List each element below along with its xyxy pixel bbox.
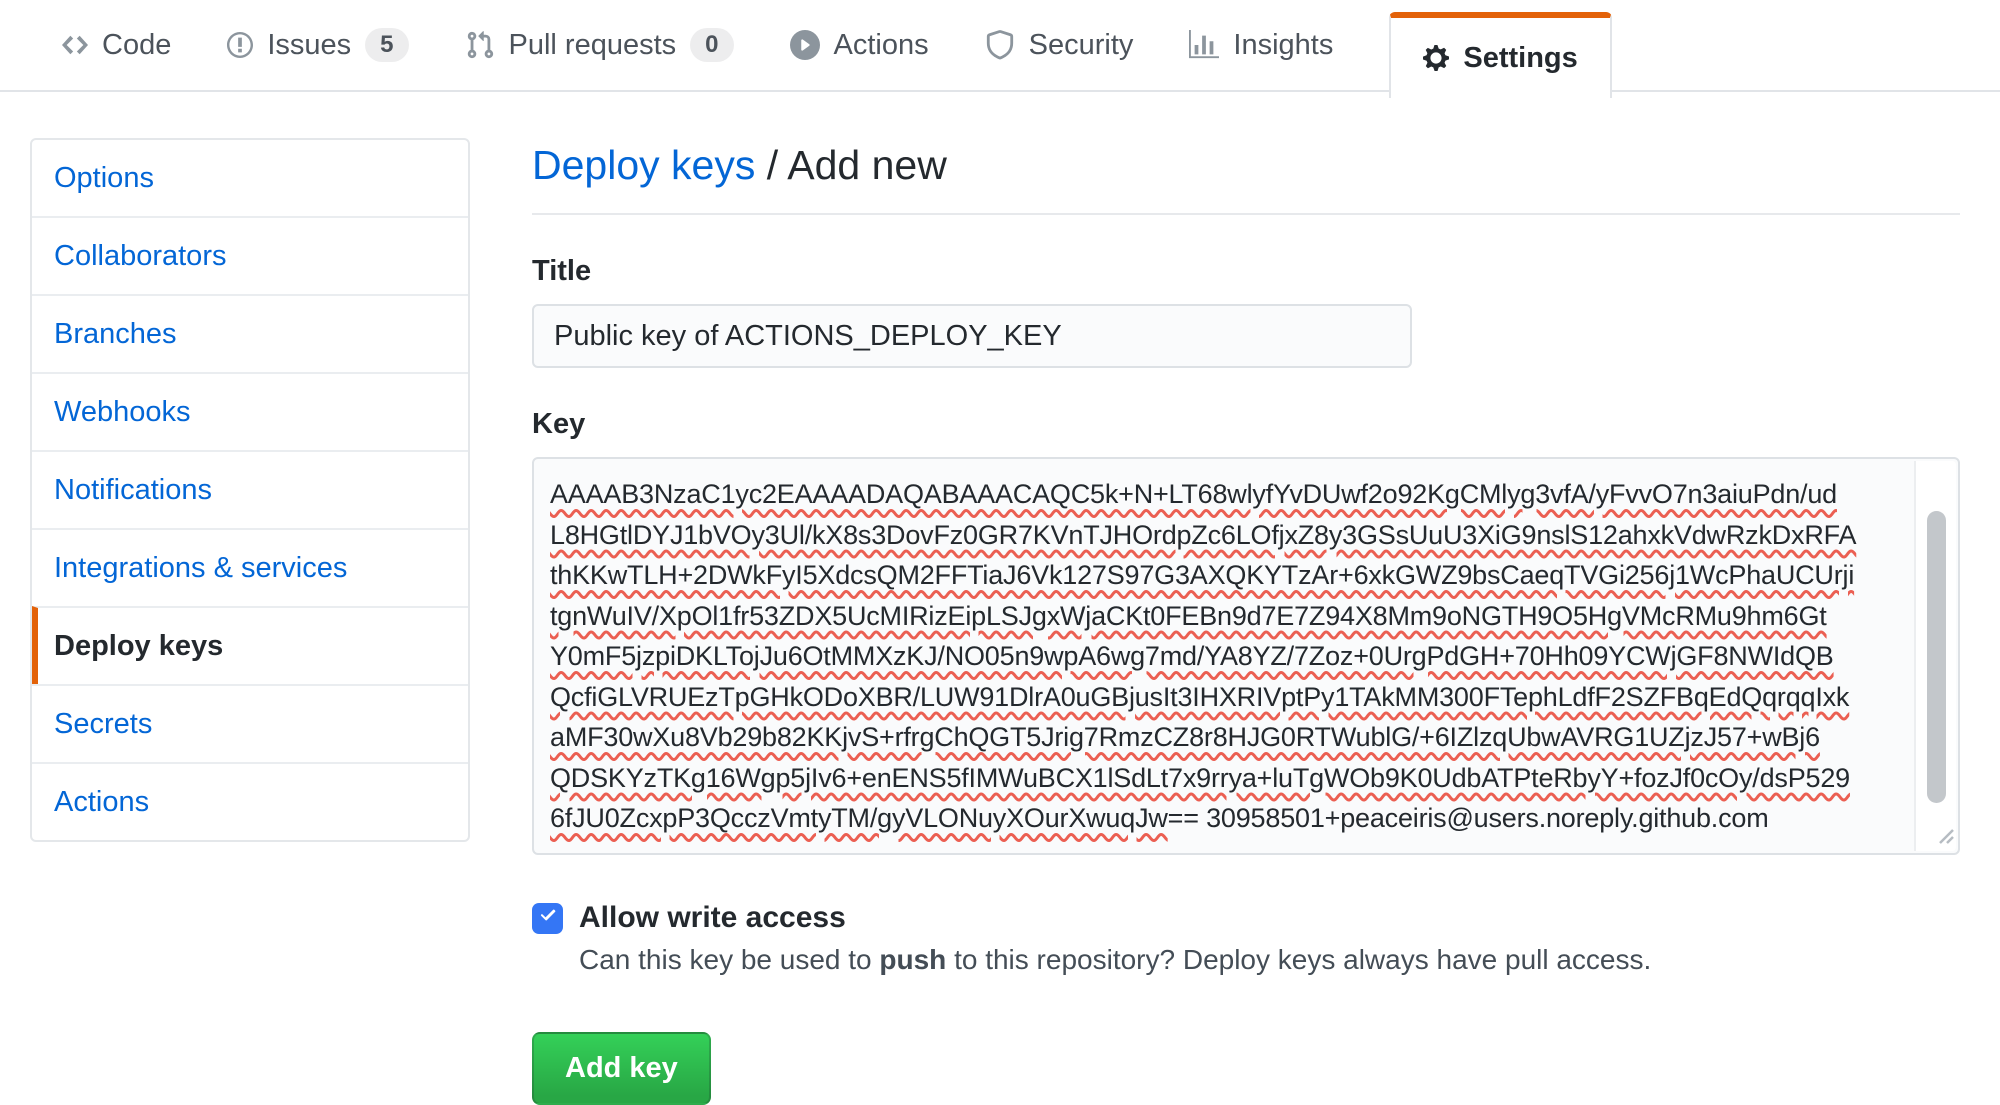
tab-security[interactable]: Security <box>985 28 1134 62</box>
deploy-keys-breadcrumb-link[interactable]: Deploy keys <box>532 142 756 188</box>
tab-code[interactable]: Code <box>62 29 171 62</box>
tab-actions[interactable]: Actions <box>789 28 929 62</box>
key-text-line: 6fJU0ZcxpP3QcczVmtyTM/gyVLONuyXOurXwuqJw… <box>550 803 1769 833</box>
tab-settings[interactable]: Settings <box>1389 12 1612 98</box>
key-label: Key <box>532 408 586 440</box>
tab-label: Issues <box>267 28 352 61</box>
key-text-line: tgnWuIV/XpOl1fr53ZDX5UcMIRizEipLSJgxWjaC… <box>550 600 1827 631</box>
resize-handle-icon[interactable] <box>1929 819 1955 850</box>
code-icon <box>62 30 88 60</box>
key-text-line: thKKwTLH+2DWkFyI5XdcsQM2FFTiaJ6Vk127S97G… <box>550 560 1855 590</box>
sidebar-item-branches[interactable]: Branches <box>32 294 468 372</box>
tab-label: Security <box>1028 28 1134 61</box>
sidebar-item-deploy-keys[interactable]: Deploy keys <box>32 606 468 684</box>
key-textarea[interactable]: AAAAB3NzaC1yc2EAAAADAQABAAACAQC5k+N+LT68… <box>532 457 1960 855</box>
settings-sidebar: Options Collaborators Branches Webhooks … <box>30 138 470 842</box>
key-text-line: AAAAB3NzaC1yc2EAAAADAQABAAACAQC5k+N+LT68… <box>550 479 1837 509</box>
tab-pull-requests[interactable]: Pull requests 0 <box>465 28 734 62</box>
page-content: Options Collaborators Branches Webhooks … <box>0 92 2000 1105</box>
title-label: Title <box>532 255 592 287</box>
sidebar-item-actions[interactable]: Actions <box>32 762 468 840</box>
sidebar-item-options[interactable]: Options <box>54 162 154 194</box>
key-text-line: aMF30wXu8Vb29b82KKjvS+rfrgChQGT5Jrig7Rmz… <box>550 722 1820 752</box>
write-access-description: Can this key be used to push to this rep… <box>579 944 1652 975</box>
tab-insights[interactable]: Insights <box>1189 29 1333 62</box>
tab-issues[interactable]: Issues 5 <box>227 28 409 62</box>
tab-label: Code <box>102 28 172 61</box>
allow-write-access-row: Allow write access <box>532 901 1960 935</box>
sidebar-item-integrations[interactable]: Integrations & services <box>32 528 468 606</box>
issue-opened-icon <box>227 30 254 60</box>
key-text-line: L8HGtlDYJ1bVOy3Ul/kX8s3DovFz0GR7KVnTJHOr… <box>550 519 1857 550</box>
tab-label: Settings <box>1463 41 1578 74</box>
sidebar-item-collaborators[interactable]: Collaborators <box>32 216 468 294</box>
tab-label: Actions <box>833 28 929 61</box>
key-text-line: QDSKYzTKg16Wgp5jIv6+enENS5fIMWuBCX1lSdLt… <box>550 762 1850 793</box>
checkmark-icon <box>537 905 558 931</box>
graph-icon <box>1189 30 1220 60</box>
gear-icon <box>1423 43 1450 73</box>
pull-requests-count-badge: 0 <box>690 28 734 62</box>
allow-write-access-label[interactable]: Allow write access <box>579 901 846 934</box>
add-key-button[interactable]: Add key <box>532 1032 711 1105</box>
breadcrumb-current: Add new <box>787 142 947 188</box>
key-text-line: QcfiGLVRUEzTpGHkODoXBR/LUW91DlrA0uGBjusI… <box>550 681 1850 712</box>
key-comment: == 30958501+peaceiris@users.noreply.gith… <box>1167 803 1769 833</box>
repo-nav: Code Issues 5 Pull requests 0 Actions Se… <box>0 0 2000 98</box>
sidebar-item-notifications[interactable]: Notifications <box>32 450 468 528</box>
title-input[interactable] <box>532 304 1412 368</box>
pull-request-icon <box>465 30 495 60</box>
sidebar-item-secrets[interactable]: Secrets <box>32 684 468 762</box>
issues-count-badge: 5 <box>365 28 409 62</box>
scrollbar-thumb[interactable] <box>1927 511 1946 803</box>
breadcrumb-separator: / <box>755 142 788 188</box>
deploy-key-form: Deploy keys / Add new Title Key AAAAB3Nz… <box>532 138 1960 1105</box>
tab-label: Pull requests <box>508 28 677 61</box>
play-icon <box>789 30 820 60</box>
sidebar-item-webhooks[interactable]: Webhooks <box>32 372 468 450</box>
page-title: Deploy keys / Add new <box>532 142 1960 215</box>
key-text-line: Y0mF5jzpiDKLTojJu6OtMMXzKJ/NO05n9wpA6wg7… <box>550 641 1834 671</box>
shield-icon <box>985 30 1015 60</box>
tab-label: Insights <box>1233 28 1334 61</box>
allow-write-access-checkbox[interactable] <box>532 902 563 934</box>
